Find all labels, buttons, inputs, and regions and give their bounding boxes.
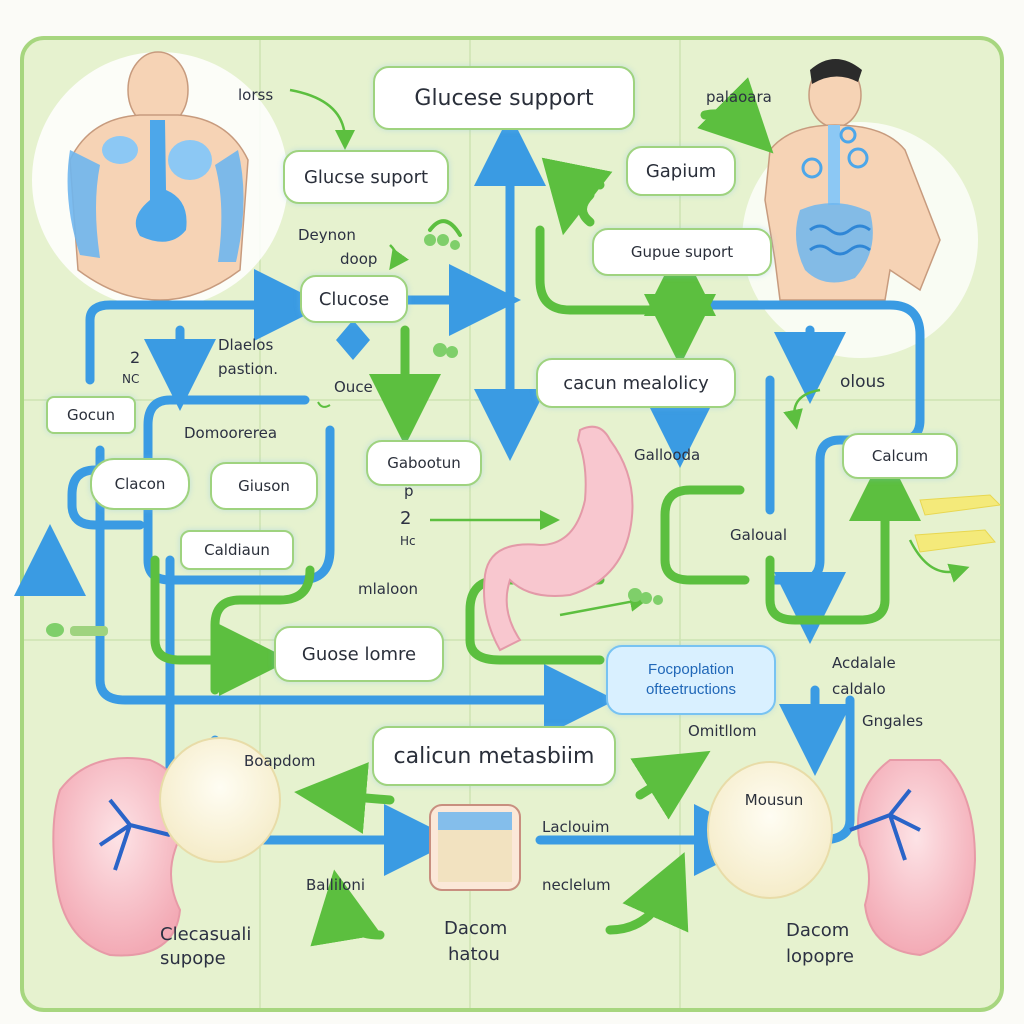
label-balliloni: Balliloni bbox=[306, 876, 366, 894]
cacun-mealolicy-box: cacun mealolicy bbox=[536, 358, 736, 408]
label-clecasuali: Clecasuali bbox=[160, 924, 252, 945]
mousun-box: Mousun bbox=[744, 791, 804, 809]
label-p: p bbox=[404, 482, 414, 500]
left-cream-organ bbox=[159, 737, 281, 863]
label-lorss: lorss bbox=[238, 86, 274, 104]
green-pathways bbox=[150, 77, 921, 947]
label-acdalale: Acdalale bbox=[832, 654, 896, 672]
right-kidney bbox=[849, 759, 977, 957]
blue-diamond bbox=[336, 320, 370, 360]
label-neclelum: neclelum bbox=[542, 876, 611, 894]
label-two: 2 bbox=[400, 508, 412, 529]
label-domoorerea: Domoorerea bbox=[184, 424, 278, 442]
glucse-suport-box: Glucse suport bbox=[283, 150, 449, 204]
clacon-box: Clacon bbox=[90, 458, 190, 510]
label-mlaloon: mlaloon bbox=[358, 580, 418, 598]
label-galoual: Galoual bbox=[730, 526, 788, 544]
calicun-metabiim-box: calicun metasbiim bbox=[372, 726, 616, 786]
focpoplation-line-1: Focpoplation bbox=[648, 661, 734, 678]
label-palaoara: palaoara bbox=[706, 88, 772, 106]
label-dlaelos: Dlaelos bbox=[218, 336, 274, 354]
stomach-figure bbox=[483, 425, 634, 652]
caldiaun-box: Caldiaun bbox=[180, 530, 294, 570]
left-kidney bbox=[52, 757, 185, 957]
right-person-figure bbox=[742, 59, 978, 358]
label-laclouim: Laclouim bbox=[542, 818, 610, 836]
gocun-box: Gocun bbox=[46, 396, 136, 434]
thin-arrows bbox=[289, 88, 970, 617]
label-two-b: 2 bbox=[130, 348, 141, 367]
label-dacom-left: Dacom bbox=[444, 918, 508, 939]
gapium-box: Gapium bbox=[626, 146, 736, 196]
calcum-box: Calcum bbox=[842, 433, 958, 479]
label-supope: supope bbox=[160, 948, 226, 969]
glucese-support-title: Glucese support bbox=[373, 66, 635, 130]
guose-lomre-box: Guose lomre bbox=[274, 626, 444, 682]
label-dacom-right: Dacom bbox=[786, 920, 850, 941]
label-ouce: Ouce bbox=[334, 378, 373, 396]
label-gngales: Gngales bbox=[862, 712, 924, 730]
gabootun-box: Gabootun bbox=[366, 440, 482, 486]
label-hc: Hc bbox=[400, 534, 416, 548]
label-doop: doop bbox=[340, 250, 378, 268]
label-boapdom: Boapdom bbox=[244, 752, 316, 770]
label-caldalo: caldalo bbox=[832, 680, 886, 698]
sprig-icons bbox=[46, 234, 663, 637]
label-nc: NC bbox=[122, 372, 140, 386]
label-lopopre: lopopre bbox=[786, 946, 854, 967]
focpoplation-line-2: ofteetructions bbox=[645, 681, 737, 698]
label-gallooda: Gallooda bbox=[634, 446, 701, 464]
yellow-arrows bbox=[914, 494, 1002, 553]
left-person-figure bbox=[32, 51, 288, 308]
focpoplation-box: Focpoplation ofteetructions bbox=[606, 645, 776, 715]
label-omitllom: Omitllom bbox=[688, 722, 757, 740]
right-cream-organ bbox=[707, 761, 833, 899]
label-olous: olous bbox=[840, 372, 886, 392]
label-hatou: hatou bbox=[448, 944, 500, 965]
tissue-sample bbox=[429, 804, 521, 891]
label-pastion: pastion. bbox=[218, 360, 279, 378]
clucose-box: Clucose bbox=[300, 275, 408, 323]
label-deynon: Deynon bbox=[298, 226, 356, 244]
gupue-suport-box: Gupue suport bbox=[592, 228, 772, 276]
giuson-box: Giuson bbox=[210, 462, 318, 510]
